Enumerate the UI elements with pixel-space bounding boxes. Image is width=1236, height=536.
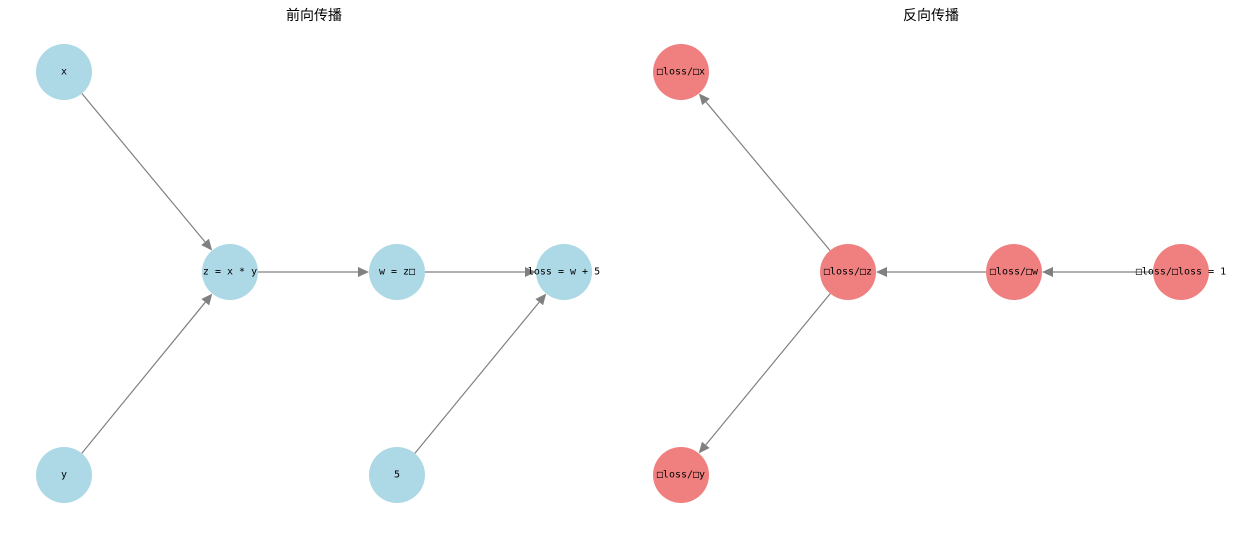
edge-dw-to-dz <box>876 267 986 277</box>
forward-panel: 前向传播 x y z = x * y w = z□ 5 loss = w + 5 <box>36 7 600 503</box>
node-label: □loss/□w <box>990 267 1039 278</box>
node-circle <box>369 244 425 300</box>
node-circle <box>986 244 1042 300</box>
node-w: w = z□ <box>369 244 425 300</box>
forward-edges <box>81 93 547 454</box>
node-loss: loss = w + 5 <box>528 244 600 300</box>
edge-x-to-z <box>81 93 213 251</box>
forward-panel-title: 前向传播 <box>286 7 342 24</box>
edge-y-to-z <box>81 293 213 454</box>
node-label: z = x * y <box>203 267 257 278</box>
node-label: x <box>61 67 67 78</box>
node-five: 5 <box>369 447 425 503</box>
node-circle <box>653 447 709 503</box>
edge-line <box>81 93 206 243</box>
node-circle <box>369 447 425 503</box>
edge-dz-to-dy <box>698 293 831 454</box>
backward-edges <box>698 93 1153 454</box>
backward-panel: 反向传播 □loss/□x□loss/□y□loss/□z□loss/□w□lo… <box>653 8 1226 503</box>
node-label: □loss/□z <box>824 267 872 278</box>
node-circle <box>202 244 258 300</box>
node-dx: □loss/□x <box>653 44 709 100</box>
edge-w-to-loss <box>425 267 536 277</box>
arrow-head-icon <box>698 441 710 454</box>
node-dy: □loss/□y <box>653 447 709 503</box>
node-x: x <box>36 44 92 100</box>
node-dloss: □loss/□loss = 1 <box>1136 244 1226 300</box>
backward-panel-title: 反向传播 <box>903 8 959 24</box>
node-label: □loss/□x <box>657 67 705 78</box>
edge-line <box>705 293 831 446</box>
node-label: w = z□ <box>379 267 415 278</box>
edge-five-to-loss <box>414 293 547 454</box>
node-circle <box>36 44 92 100</box>
edge-line <box>705 101 831 251</box>
arrow-head-icon <box>525 267 536 277</box>
edge-dz-to-dx <box>698 93 831 251</box>
arrow-head-icon <box>876 267 887 277</box>
node-y: y <box>36 447 92 503</box>
forward-nodes: x y z = x * y w = z□ 5 loss = w + 5 <box>36 44 600 503</box>
node-z: z = x * y <box>202 244 258 300</box>
node-circle <box>536 244 592 300</box>
node-circle <box>820 244 876 300</box>
node-circle <box>653 44 709 100</box>
arrow-head-icon <box>358 267 369 277</box>
node-dw: □loss/□w <box>986 244 1042 300</box>
arrow-head-icon <box>201 293 213 306</box>
backward-nodes: □loss/□x □loss/□y □loss/□z □loss/□w □loss/□l… <box>653 44 1226 503</box>
edge-line <box>414 301 540 454</box>
arrow-head-icon <box>698 93 710 106</box>
node-label: □loss/□loss = 1 <box>1136 267 1226 278</box>
arrow-head-icon <box>1042 267 1053 277</box>
node-label: □loss/□y <box>657 470 705 481</box>
edge-dloss-to-dw <box>1042 267 1153 277</box>
node-label: 5 <box>394 470 400 481</box>
node-label: y <box>61 470 67 481</box>
node-label: loss = w + 5 <box>528 267 600 278</box>
node-circle <box>36 447 92 503</box>
edge-line <box>81 301 206 454</box>
node-circle <box>1153 244 1209 300</box>
arrow-head-icon <box>535 293 547 306</box>
node-dz: □loss/□z <box>820 244 876 300</box>
arrow-head-icon <box>201 238 213 251</box>
edge-z-to-w <box>258 267 369 277</box>
